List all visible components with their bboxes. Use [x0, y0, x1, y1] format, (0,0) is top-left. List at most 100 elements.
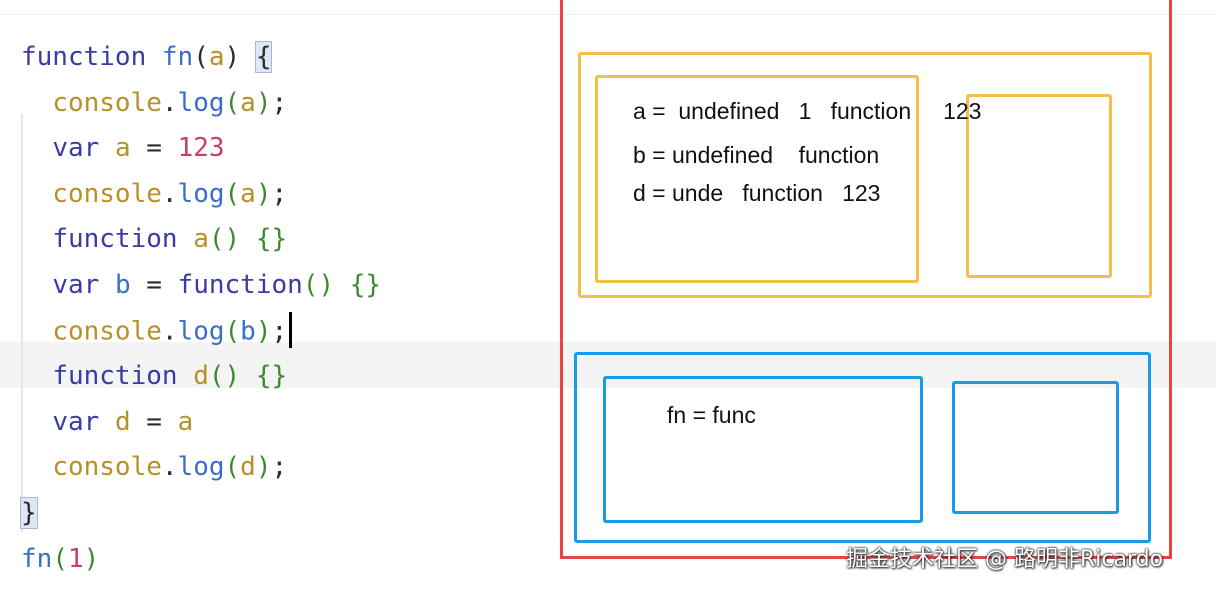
code-line[interactable]: fn(1): [21, 544, 99, 574]
code-token: var: [52, 270, 100, 300]
code-token: {}: [255, 361, 288, 392]
code-token: a: [114, 133, 131, 164]
current-line-highlight: [0, 342, 1216, 388]
code-line[interactable]: console.log(d);: [21, 452, 287, 482]
code-token: var: [52, 406, 100, 437]
code-token: .: [161, 178, 178, 209]
code-token: (): [302, 270, 350, 300]
global-object-box: [603, 376, 923, 523]
execution-context-box: [560, 0, 1172, 559]
code-token: console: [52, 178, 162, 209]
code-line[interactable]: function fn(a) {: [21, 41, 273, 73]
code-token: log: [177, 87, 225, 118]
code-token: b: [114, 270, 131, 300]
code-token: ;: [271, 87, 288, 118]
code-token: [21, 452, 52, 482]
code-token: console: [52, 316, 162, 347]
code-token: ): [255, 178, 272, 209]
code-line[interactable]: var b = function() {}: [21, 270, 381, 300]
code-token: a: [240, 178, 256, 209]
code-token: =: [130, 270, 178, 300]
code-token: (: [224, 178, 241, 209]
code-token: [21, 407, 52, 437]
note-a-values: a = undefined 1 function 123: [633, 98, 982, 124]
note-fn-value: fn = func: [667, 402, 756, 428]
code-line[interactable]: }: [20, 497, 38, 529]
code-line[interactable]: console.log(a);: [21, 179, 287, 209]
indent-guide: [21, 114, 23, 532]
code-token: [178, 224, 194, 254]
code-token: console: [52, 452, 162, 483]
code-token: [21, 88, 52, 118]
code-token: (: [224, 316, 241, 347]
code-token: ;: [271, 452, 288, 483]
code-token: function: [52, 361, 178, 392]
global-scope-box: [952, 381, 1119, 514]
code-line[interactable]: function a() {}: [21, 224, 287, 254]
code-token: [21, 361, 52, 391]
code-token: ): [255, 452, 272, 483]
code-token: ;: [271, 316, 288, 347]
code-token: [99, 133, 115, 163]
code-token: function: [177, 270, 303, 300]
code-line[interactable]: console.log(a);: [21, 88, 287, 118]
code-line[interactable]: console.log(b);: [21, 311, 293, 348]
code-token: (: [224, 452, 241, 483]
code-token: ;: [271, 178, 288, 209]
code-token: log: [177, 178, 225, 209]
code-token: d: [114, 406, 131, 437]
code-token: a: [177, 406, 194, 437]
code-token: [99, 270, 115, 300]
code-token: [21, 270, 52, 300]
code-token: ): [224, 42, 256, 72]
code-token: d: [240, 452, 256, 483]
code-token: [178, 361, 194, 391]
code-token: .: [161, 87, 178, 118]
code-token: .: [161, 316, 178, 347]
code-token: 123: [177, 133, 225, 164]
code-token: [21, 179, 52, 209]
code-token: =: [130, 133, 178, 164]
code-line[interactable]: var a = 123: [21, 133, 225, 164]
code-token: a: [240, 87, 256, 118]
code-token: {}: [255, 224, 288, 255]
code-token: [21, 316, 52, 346]
code-token: (: [224, 87, 241, 118]
code-token: a: [208, 42, 225, 72]
code-token: [146, 42, 162, 72]
code-token: 1: [67, 543, 84, 574]
code-token: console: [52, 87, 162, 118]
code-token: [99, 407, 115, 437]
code-token: ): [255, 87, 272, 118]
code-token: (: [52, 543, 68, 574]
code-token: a: [193, 224, 209, 255]
editor-top-border: [0, 14, 1216, 15]
code-token: .: [161, 452, 178, 483]
code-line[interactable]: function d() {}: [21, 361, 287, 391]
code-token: (: [193, 42, 209, 72]
code-line[interactable]: var d = a: [21, 407, 193, 437]
code-token: var: [52, 133, 100, 164]
code-token: d: [193, 361, 209, 392]
code-token: (): [208, 224, 256, 255]
code-token: fn: [161, 42, 194, 72]
code-token: log: [177, 452, 225, 483]
global-context-box: [574, 352, 1151, 543]
note-b-values: b = undefined function: [633, 142, 880, 168]
code-token: (): [208, 361, 256, 392]
variable-environment-box: [578, 52, 1152, 298]
code-token: function: [52, 224, 178, 255]
note-d-values: d = unde function 123: [633, 180, 881, 206]
code-editor[interactable]: function fn(a) { console.log(a); var a =…: [0, 34, 1216, 589]
code-token: ): [255, 316, 272, 347]
code-token: log: [177, 316, 225, 347]
code-token: {: [254, 41, 273, 73]
code-token: [21, 224, 52, 254]
code-token: ): [83, 543, 100, 574]
code-token: function: [21, 42, 147, 72]
code-token: {}: [349, 270, 382, 300]
code-token: =: [130, 406, 178, 437]
activation-object-box: [595, 75, 919, 283]
watermark: 掘金技术社区 @ 路明非Ricardo: [846, 547, 1164, 572]
code-token: b: [240, 316, 256, 347]
